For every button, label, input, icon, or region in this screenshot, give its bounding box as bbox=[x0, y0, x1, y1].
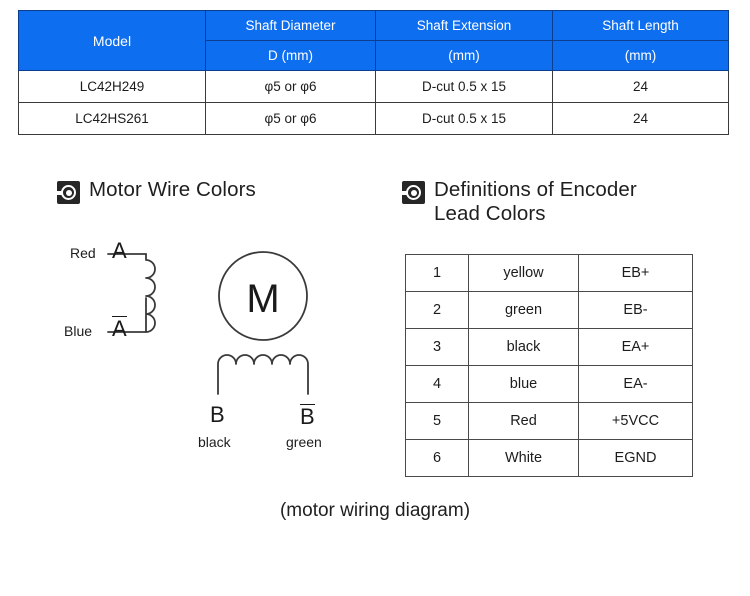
cell-length: 24 bbox=[552, 70, 729, 103]
phase-a-bottom-color-label: Blue bbox=[64, 323, 93, 339]
cell-signal: +5VCC bbox=[578, 402, 693, 440]
table-row: 5 Red +5VCC bbox=[405, 402, 693, 440]
header-model: Model bbox=[18, 10, 206, 71]
header-diameter-unit: D (mm) bbox=[205, 40, 376, 71]
phase-b-left-color-label: black bbox=[198, 434, 231, 450]
encoder-lead-colors-heading: Definitions of Encoder Lead Colors bbox=[402, 178, 702, 226]
phase-b-left-terminal-label: B bbox=[210, 402, 225, 427]
table-header-row-1: Model Shaft Diameter Shaft Extension Sha… bbox=[18, 10, 729, 71]
cell-pin: 5 bbox=[405, 402, 469, 440]
table-row: 4 blue EA- bbox=[405, 365, 693, 403]
encoder-title-line-2: Lead Colors bbox=[434, 202, 546, 225]
phase-b-right-color-label: green bbox=[286, 434, 322, 450]
encoder-lead-colors-title: Definitions of Encoder Lead Colors bbox=[434, 178, 637, 226]
cell-extension: D-cut 0.5 x 15 bbox=[375, 70, 553, 103]
cell-pin: 4 bbox=[405, 365, 469, 403]
target-icon bbox=[57, 181, 80, 204]
motor-wire-colors-title: Motor Wire Colors bbox=[89, 178, 256, 201]
table-header-row-2: D (mm) (mm) (mm) bbox=[19, 40, 729, 71]
phase-b-coil bbox=[217, 354, 309, 395]
phase-a-top-color-label: Red bbox=[70, 245, 96, 261]
cell-pin: 2 bbox=[405, 291, 469, 329]
encoder-lead-table: 1 yellow EB+ 2 green EB- 3 black EA+ 4 b… bbox=[405, 254, 693, 477]
target-icon bbox=[402, 181, 425, 204]
cell-color: Red bbox=[468, 402, 579, 440]
shaft-spec-table: Model Shaft Diameter Shaft Extension Sha… bbox=[18, 10, 729, 135]
cell-color: blue bbox=[468, 365, 579, 403]
cell-pin: 6 bbox=[405, 439, 469, 477]
phase-a-top-terminal-label: A bbox=[112, 238, 127, 263]
header-shaft-length: Shaft Length bbox=[552, 10, 729, 41]
wiring-schematic-svg: M bbox=[107, 251, 309, 395]
cell-length: 24 bbox=[552, 102, 729, 135]
cell-color: yellow bbox=[468, 254, 579, 292]
phase-a-bottom-terminal-label: A bbox=[112, 316, 127, 341]
header-shaft-diameter: Shaft Diameter bbox=[205, 10, 376, 41]
cell-signal: EA+ bbox=[578, 328, 693, 366]
header-extension-unit: (mm) bbox=[375, 40, 553, 71]
table-row: 3 black EA+ bbox=[405, 328, 693, 366]
table-row: 2 green EB- bbox=[405, 291, 693, 329]
cell-color: black bbox=[468, 328, 579, 366]
header-shaft-extension: Shaft Extension bbox=[375, 10, 553, 41]
header-length-unit: (mm) bbox=[552, 40, 729, 71]
motor-symbol-label: M bbox=[246, 277, 279, 321]
table-row: LC42H249 φ5 or φ6 D-cut 0.5 x 15 24 bbox=[18, 70, 729, 103]
cell-model: LC42H249 bbox=[18, 70, 206, 103]
motor-wire-colors-heading: Motor Wire Colors bbox=[57, 178, 367, 204]
cell-pin: 1 bbox=[405, 254, 469, 292]
diagram-caption: (motor wiring diagram) bbox=[279, 500, 471, 521]
cell-color: White bbox=[468, 439, 579, 477]
encoder-title-line-1: Definitions of Encoder bbox=[434, 178, 637, 201]
table-row: 6 White EGND bbox=[405, 439, 693, 477]
cell-color: green bbox=[468, 291, 579, 329]
phase-a-coil bbox=[145, 253, 156, 333]
table-row: LC42HS261 φ5 or φ6 D-cut 0.5 x 15 24 bbox=[18, 102, 729, 135]
cell-signal: EB- bbox=[578, 291, 693, 329]
phase-b-right-terminal-label: B bbox=[300, 404, 315, 429]
cell-diameter: φ5 or φ6 bbox=[205, 102, 376, 135]
cell-diameter: φ5 or φ6 bbox=[205, 70, 376, 103]
cell-extension: D-cut 0.5 x 15 bbox=[375, 102, 553, 135]
cell-signal: EGND bbox=[578, 439, 693, 477]
cell-pin: 3 bbox=[405, 328, 469, 366]
cell-model: LC42HS261 bbox=[18, 102, 206, 135]
motor-wiring-diagram: M Red A Blue A B black B green bbox=[60, 232, 390, 472]
motor-circle bbox=[218, 251, 308, 341]
cell-signal: EB+ bbox=[578, 254, 693, 292]
table-row: 1 yellow EB+ bbox=[405, 254, 693, 292]
cell-signal: EA- bbox=[578, 365, 693, 403]
